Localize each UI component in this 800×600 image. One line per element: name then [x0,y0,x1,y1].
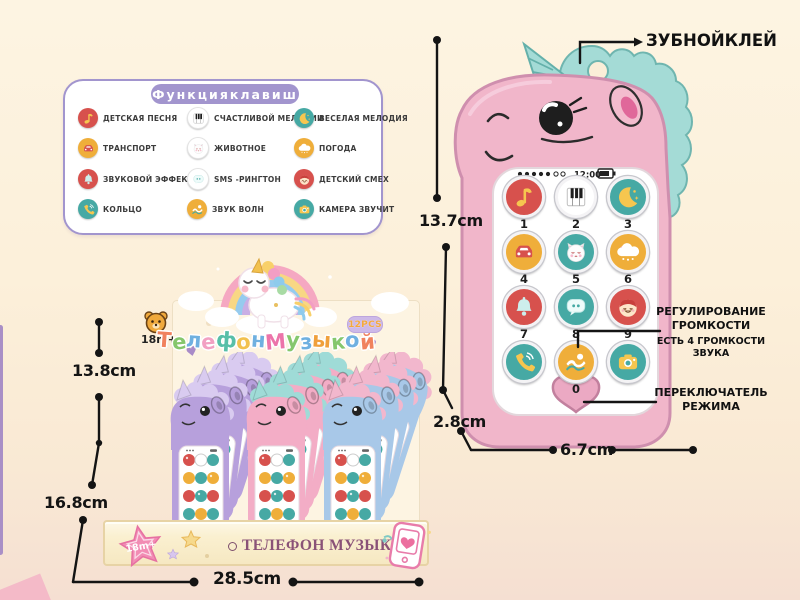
clock-text: 12:00 [574,171,601,181]
box-width-label: 28.5cm [213,569,281,589]
bell-icon [78,169,98,189]
key-3: 3 [607,176,649,231]
key-1: 1 [503,176,545,231]
music-note-icon [503,176,545,218]
cat-icon [187,137,209,159]
cloud-icon [607,231,649,273]
feature-label: ТРАНСПОРТ [103,143,157,153]
bullet-decor [228,542,237,551]
feature-item: КОЛЬЦО [78,199,142,219]
moon-icon [607,176,649,218]
speech-bubble-icon [187,168,209,190]
feature-label: ПОГОДА [319,143,357,153]
corner-decor [0,573,52,600]
feature-label: КОЛЬЦО [103,204,142,214]
feature-item: ДЕТСКАЯ ПЕСНЯ [78,108,177,128]
phone-keypad: 1 2 3 4 5 6 7 8 9 0 [503,176,649,396]
car-icon [503,231,545,273]
key-2: 2 [555,176,597,231]
box-height-label: 16.8cm [44,493,108,512]
pcs-badge: 12PCS [347,316,383,333]
features-panel [63,79,383,235]
key-6: 6 [607,231,649,286]
key-call [503,341,545,383]
feature-label: КАМЕРА ЗВУЧИТ [319,204,395,214]
piano-icon [555,176,597,218]
smile [484,150,514,162]
key-9: 9 [607,286,649,341]
feature-label: ЖИВОТНОЕ [214,143,267,153]
car-icon [78,138,98,158]
phone-width-label: 6.7cm [560,440,614,459]
feature-item: ТРАНСПОРТ [78,138,156,158]
star-age-badge: 18m+ [118,524,162,568]
key-8: 8 [555,286,597,341]
feature-label: SMS -РИНГТОН [214,174,281,184]
star-decor [167,548,179,560]
phone-height-label: 13.7cm [419,211,483,230]
feature-label: ВЕСЕЛАЯ МЕЛОДИЯ [319,113,408,123]
teether-callout-label: ЗУБНОЙКЛЕЙ [646,31,777,50]
camera-icon [294,199,314,219]
cloud-icon [294,138,314,158]
key-7: 7 [503,286,545,341]
feature-label: ЗВУК ВОЛН [212,204,264,214]
unicorn-rainbow-art [178,257,409,336]
baby-laugh-icon [607,286,649,328]
eye [539,101,573,135]
feature-label: ЗВУКОВОЙ ЭФФЕКТ [103,174,194,184]
wave-icon [187,199,207,219]
svg-text:18m+: 18m+ [125,539,158,555]
star-decor [181,530,201,548]
box-front-title: ТЕЛЕФОН МУЗЫКОЙ [242,537,417,554]
key-5: 5 [555,231,597,286]
key-camera [607,341,649,383]
box-tray-front: 18m+ ТЕЛЕФОН МУЗЫКОЙ [103,520,432,570]
phone-handset-icon [78,199,98,219]
feature-label: ДЕТСКИЙ СМЕХ [319,174,389,184]
bell-icon [503,286,545,328]
box-back-height-label: 13.8cm [72,361,136,380]
battery-icon [597,168,616,179]
music-note-icon [78,108,98,128]
feature-item: КАМЕРА ЗВУЧИТ [294,199,394,219]
key-0: 0 [555,341,597,396]
volume-callout-label: РЕГУЛИРОВАНИЕ ГРОМКОСТИ [656,305,766,333]
bear-icon [144,311,168,334]
feature-label: ДЕТСКАЯ ПЕСНЯ [103,113,178,123]
left-edge-decor [0,325,3,555]
camera-icon [607,341,649,383]
age-badge: 18m+ [141,333,177,346]
mode-callout-label: ПЕРЕКЛЮЧАТЕЛЬ РЕЖИМА [654,386,768,414]
feature-label: СЧАСТЛИВОЙ МЕЛОДИИ [214,113,324,123]
ear [609,85,643,127]
phone-handset-icon [503,341,545,383]
feature-item: ЖИВОТНОЕ [187,137,267,159]
feature-item: ДЕТСКИЙ СМЕХ [294,169,389,189]
feature-item: СЧАСТЛИВОЙ МЕЛОДИИ [187,107,324,129]
moon-icon [294,108,314,128]
features-panel-title: Функцияклавиш [151,84,299,104]
volume-note-label: ЕСТЬ 4 ГРОМКОСТИ ЗВУКА [656,336,766,360]
key-4: 4 [503,231,545,286]
feature-item: ПОГОДА [294,138,357,158]
signal-dots [517,171,566,177]
cat-icon [555,231,597,273]
dot-decor [205,554,209,558]
feature-item: ЗВУК ВОЛН [187,199,264,219]
feature-item: SMS -РИНГТОН [187,168,281,190]
baby-laugh-icon [294,169,314,189]
phone-illustration-icon [382,521,432,570]
speech-bubble-icon [555,286,597,328]
heart-decor: ♥ [303,343,312,353]
eyebrow [486,112,510,123]
piano-icon [187,107,209,129]
feature-item: ЗВУКОВОЙ ЭФФЕКТ [78,169,193,189]
phone-bottom-label: 2.8cm [433,412,487,431]
wave-icon [555,341,597,383]
feature-item: ВЕСЕЛАЯ МЕЛОДИЯ [294,108,408,128]
